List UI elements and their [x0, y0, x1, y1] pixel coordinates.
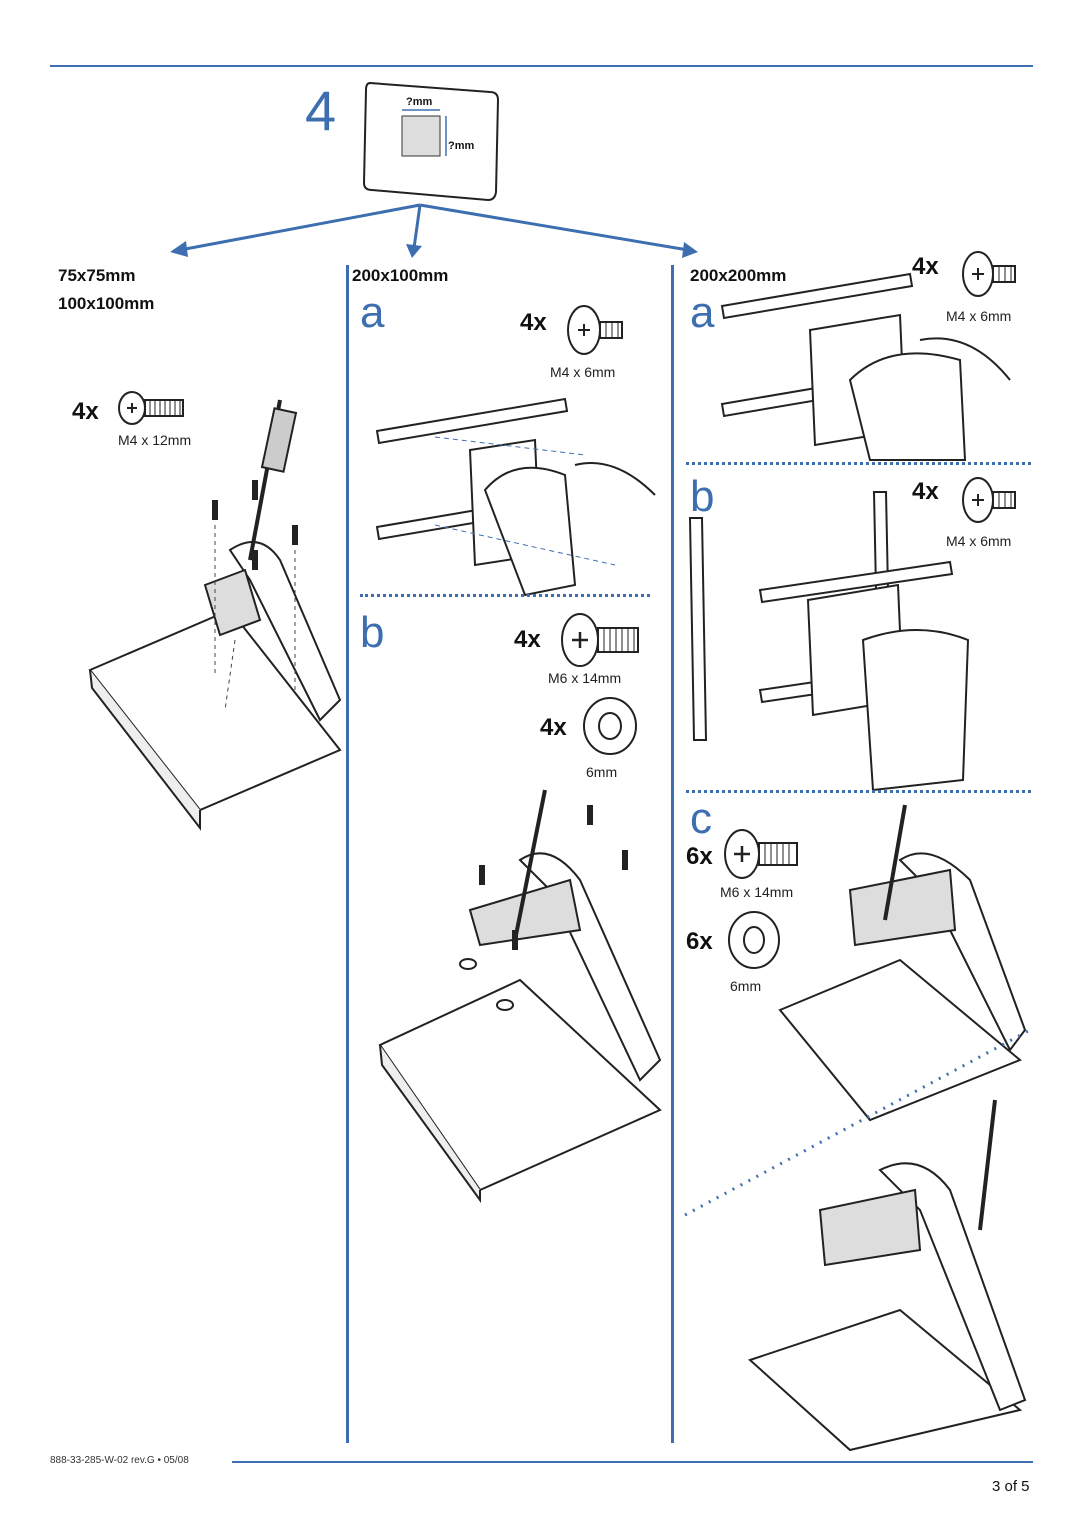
- step-b-screw-spec: M6 x 14mm: [548, 670, 622, 686]
- washer-icon-3c: [728, 911, 780, 969]
- step-3c-screw-spec: M6 x 14mm: [720, 884, 794, 900]
- size-label-75: 75x75mm: [58, 266, 136, 285]
- screw-m4-icon: [118, 391, 184, 425]
- step-3c-washer-qty: 6x: [686, 928, 713, 955]
- dimension-side-label: ?mm: [448, 140, 475, 152]
- step-a-qty: 4x: [520, 309, 547, 336]
- bottom-rule: [232, 1461, 1033, 1463]
- top-rule: [50, 65, 1033, 67]
- page-number: 3 of 5: [992, 1478, 1030, 1495]
- branch-arrows: [170, 203, 698, 258]
- step-3b-qty: 4x: [912, 478, 939, 505]
- divider-right: [671, 265, 674, 1443]
- step-b-washer-spec: 6mm: [586, 764, 618, 780]
- step-3a-qty: 4x: [912, 253, 939, 280]
- screw-m4-short-icon-3a: [962, 251, 1016, 297]
- stand-illustration-1: [88, 399, 342, 831]
- size-label-100: 100x100mm: [58, 294, 155, 313]
- size-label-200x200: 200x200mm: [690, 266, 787, 285]
- screw-m4-short-icon-3b: [962, 477, 1016, 523]
- size-label-200x100: 200x100mm: [352, 266, 449, 285]
- step-b-washer-qty: 4x: [540, 714, 567, 741]
- step-3c-washer-spec: 6mm: [730, 978, 762, 994]
- plate-assembly-200x200-a: [720, 272, 1011, 461]
- step-3a-letter: a: [690, 288, 715, 337]
- screw-spec: M4 x 12mm: [118, 432, 192, 448]
- step-3b-spec: M4 x 6mm: [946, 533, 1012, 549]
- step-b-letter: b: [360, 608, 385, 657]
- step-a-spec: M4 x 6mm: [550, 364, 616, 380]
- step-number: 4: [305, 79, 337, 142]
- plate-assembly-200x200-b: [688, 491, 970, 792]
- step-3c-screw-qty: 6x: [686, 843, 713, 870]
- screw-m4-short-icon: [567, 305, 623, 355]
- step-b-screw-qty: 4x: [514, 626, 541, 653]
- stand-illustration-3: [778, 804, 1027, 1122]
- screw-m6-icon-3c: [724, 829, 798, 879]
- screw-m6-icon: [561, 613, 639, 667]
- step-a-letter: a: [360, 288, 385, 337]
- divider-left: [346, 265, 349, 1443]
- stand-illustration-2: [378, 789, 662, 1204]
- step-3c-letter: c: [690, 794, 712, 843]
- screw-qty: 4x: [72, 398, 99, 425]
- stand-illustration-4: [748, 1099, 1027, 1452]
- dimension-top-label: ?mm: [406, 96, 433, 108]
- monitor-back-icon: [362, 81, 500, 202]
- divider-dots-col2: [360, 594, 650, 597]
- document-code: 888-33-285-W-02 rev.G • 05/08: [50, 1455, 189, 1466]
- divider-dots-col3-a: [686, 462, 1031, 465]
- step-3b-letter: b: [690, 472, 715, 521]
- step-3a-spec: M4 x 6mm: [946, 308, 1012, 324]
- plate-assembly-200x100: [375, 397, 656, 597]
- divider-dots-col3-b: [686, 790, 1031, 793]
- washer-icon: [583, 697, 637, 755]
